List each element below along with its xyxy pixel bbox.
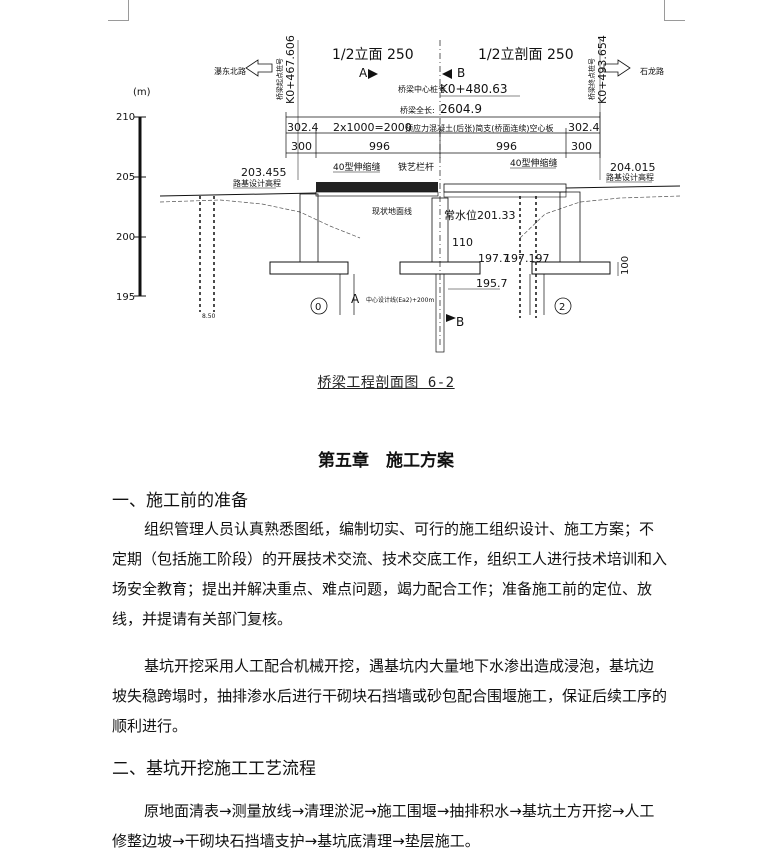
paragraph-excavation: 基坑开挖采用人工配合机械开挖，遇基坑内大量地下水渗出造成浸泡，基坑边坡失稳跨塌时… bbox=[112, 657, 668, 735]
section-mark-a-top: A bbox=[359, 66, 368, 80]
elev-tick-200: 200 bbox=[116, 232, 135, 243]
dim-996-right: 996 bbox=[496, 140, 517, 153]
dim-302-right: 302.4 bbox=[568, 121, 600, 134]
cap-dimension: 100 bbox=[620, 256, 631, 275]
sample-depth: 8.50 bbox=[202, 313, 216, 320]
dim-300-left: 300 bbox=[291, 140, 312, 153]
span-note: 预应力混凝土(后张)简支(桥面连续)空心板 bbox=[405, 123, 553, 133]
west-road-label: 瀑东北路 bbox=[214, 66, 246, 76]
pier-height-label: 110 bbox=[452, 236, 473, 249]
right-chainage: K0+493.654 bbox=[596, 35, 609, 104]
expansion-joint-left: 40型伸缩缝 bbox=[333, 161, 380, 173]
left-chainage-note: 桥梁起点桩号 bbox=[275, 58, 284, 100]
east-road-label: 石龙路 bbox=[640, 66, 664, 76]
paragraph-preparation: 组织管理人员认真熟悉图纸，编制切实、可行的施工组织设计、施工方案；不定期（包括施… bbox=[112, 520, 668, 628]
section-heading-preparation: 一、施工前的准备 bbox=[112, 491, 248, 511]
ground-line-label: 现状地面线 bbox=[372, 206, 412, 216]
chapter-title: 第五章 施工方案 bbox=[318, 451, 454, 471]
paragraph-process-flow: 原地面清表→测量放线→清理淤泥→施工围堰→抽排积水→基坑土方开挖→人工修整边坡→… bbox=[112, 802, 655, 850]
total-length: 2604.9 bbox=[440, 102, 482, 116]
dim-300-right: 300 bbox=[571, 140, 592, 153]
elev-right-top: 204.015 bbox=[610, 161, 656, 174]
elev-tick-195: 195 bbox=[116, 292, 135, 303]
half-elevation-title: 1/2立面 250 bbox=[332, 47, 414, 63]
elev-unit: (m) bbox=[133, 87, 151, 98]
section-heading-process-flow: 二、基坑开挖施工工艺流程 bbox=[112, 759, 316, 779]
span-dimension: 2x1000=2000 bbox=[333, 121, 412, 134]
elev-pile-cap-2: 197.197 bbox=[504, 252, 550, 265]
design-elev-right: 路基设计高程 bbox=[606, 172, 654, 182]
total-length-note: 桥梁全长: bbox=[400, 105, 435, 115]
bridge-section-drawing: (m) 210 205 200 195 1/2立面 250 1/2立剖面 250… bbox=[116, 35, 681, 353]
design-elev-left: 路基设计高程 bbox=[233, 178, 281, 188]
page-corner-mark-right bbox=[664, 0, 685, 21]
center-chainage: K0+480.63 bbox=[440, 82, 508, 96]
page-corner-mark-left bbox=[108, 0, 129, 21]
section-mark-b-bottom: B bbox=[456, 315, 464, 329]
elev-tick-205: 205 bbox=[116, 172, 135, 183]
railing-label: 铁艺栏杆 bbox=[398, 161, 434, 173]
section-mark-a-bottom: A bbox=[351, 292, 360, 306]
pier-number-right: 2 bbox=[559, 302, 565, 313]
water-level-label: 常水位201.33 bbox=[444, 208, 516, 222]
elev-pile-cap: 197.7 bbox=[478, 252, 510, 265]
dim-302-left: 302.4 bbox=[287, 121, 319, 134]
half-section-title: 1/2立剖面 250 bbox=[478, 47, 574, 63]
center-chainage-note: 桥梁中心桩号 bbox=[398, 84, 446, 94]
expansion-joint-right: 40型伸缩缝 bbox=[510, 157, 557, 169]
dim-996-left: 996 bbox=[369, 140, 390, 153]
left-chainage: K0+467.606 bbox=[284, 35, 297, 104]
right-chainage-note: 桥梁终点桩号 bbox=[587, 58, 596, 100]
section-mark-b-top: B bbox=[457, 66, 465, 80]
elev-tick-210: 210 bbox=[116, 112, 135, 123]
figure-caption: 桥梁工程剖面图 6-2 bbox=[317, 375, 455, 391]
pier-number-left: 0 bbox=[315, 302, 321, 313]
elev-bottom: 195.7 bbox=[476, 277, 508, 290]
elev-left-top: 203.455 bbox=[241, 166, 287, 179]
design-line-note: 中心设计线(Ea2)+200m bbox=[366, 296, 434, 304]
